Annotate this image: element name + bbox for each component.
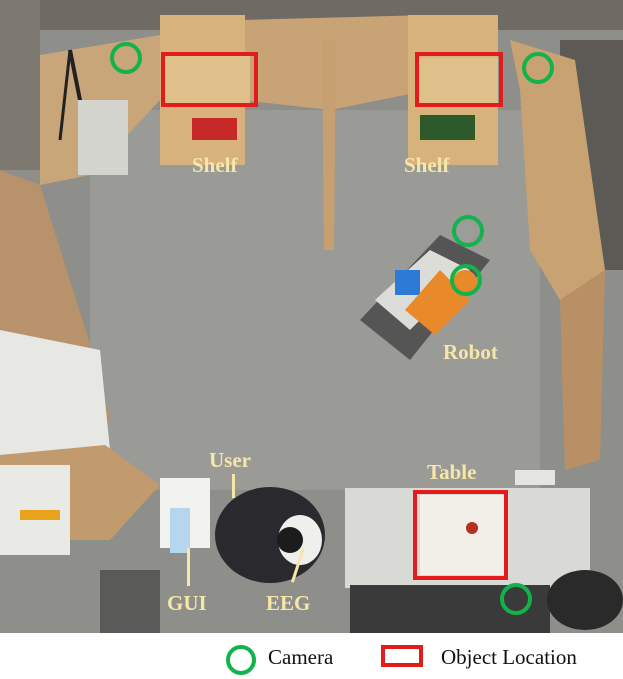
shelf-left-label: Shelf <box>192 153 238 177</box>
eeg-label: EEG <box>266 591 311 615</box>
legend-camera-icon <box>226 645 256 675</box>
legend-object-location-icon <box>381 645 423 667</box>
overhead-photo: Shelf Shelf Robot User Table GUI EEG <box>0 0 623 633</box>
camera-marker <box>110 42 142 74</box>
legend: Camera Object Location <box>0 633 623 679</box>
shelf-right-label: Shelf <box>404 153 450 177</box>
table-label: Table <box>427 460 477 484</box>
camera-marker <box>500 583 532 615</box>
camera-marker <box>522 52 554 84</box>
gui-pointer-line <box>187 548 190 586</box>
object-location-marker <box>413 490 508 580</box>
camera-marker <box>452 215 484 247</box>
legend-camera-label: Camera <box>268 645 334 669</box>
camera-marker <box>450 264 482 296</box>
object-location-marker <box>415 52 503 107</box>
user-label: User <box>209 448 251 472</box>
lab-scene-illustration <box>0 0 623 633</box>
gui-label: GUI <box>167 591 207 615</box>
object-location-marker <box>161 52 258 107</box>
legend-object-location-label: Object Location <box>441 645 577 669</box>
user-pointer-line <box>232 474 235 498</box>
robot-label: Robot <box>443 340 498 364</box>
